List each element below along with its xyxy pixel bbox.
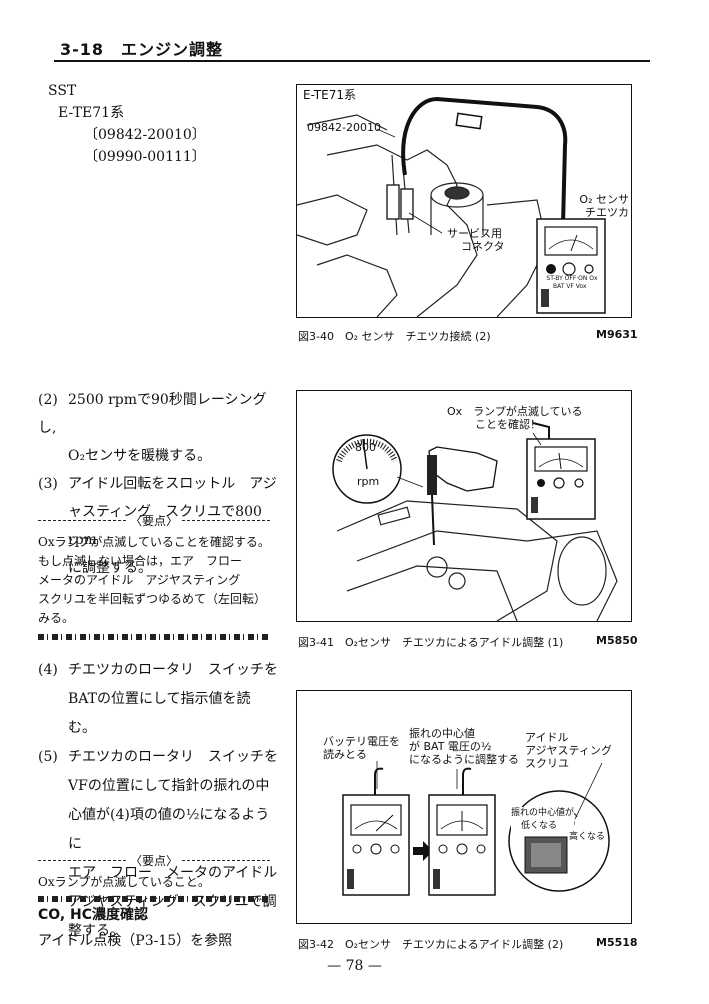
fig40-connector-line: サービス用: [447, 227, 502, 240]
figure-3-42: バッテリ電圧を 読みとる 振れの中心値 が BAT 電圧の½ になるように調整す…: [296, 690, 632, 924]
steps-4-5: (4) チエツカのロータリ スイッチを BATの位置にして指示値を読む。 (5) チ…: [38, 656, 278, 946]
note-line: Oxランプが点滅していることを確認する。: [38, 535, 270, 549]
note-rule: [38, 896, 270, 902]
fig40-code: M9631: [596, 328, 638, 341]
note-rule: [38, 634, 270, 640]
fig42-low-line: 低くなる: [521, 821, 558, 831]
fig42-callout-line: バッテリ電圧を: [323, 735, 400, 748]
note-line: メータのアイドル アジヤスティング: [38, 573, 241, 587]
step-text: エア フロー メータのアイドル: [68, 865, 278, 881]
fig42-code: M5518: [596, 936, 638, 949]
fig42-callout-3: アイドル アジヤスティング スクリユ: [525, 731, 612, 770]
fig41-code: M5850: [596, 634, 638, 647]
header-rule: [54, 60, 650, 62]
figure-3-40-illustration: [297, 96, 606, 317]
fig40-caption: 図3-40 O₂ センサ チエツカ接続 (2): [298, 330, 491, 343]
step-text: に調整する。: [68, 560, 152, 576]
fig42-callout-line: 読みとる: [323, 748, 367, 761]
figure-3-42-illustration: [342, 761, 610, 896]
sst-block: SST E-TE71系 〔09842-20010〕 〔09990-00111〕: [48, 80, 206, 168]
figure-3-41: Ox ランプが点滅している ことを確認！ 800 rpm: [296, 390, 632, 622]
fig40-meter-switch-labels: ST-BY OFF·ON Ox: [546, 275, 598, 282]
note-heading-text: 〈要点〉: [130, 854, 179, 868]
note-box-1: 〈要点〉 Oxランプが点滅していることを確認する。 もし点滅しない場合は，エア …: [38, 512, 271, 640]
step-number: (3): [38, 476, 58, 492]
step-text: BATの位置にして指示値を読む。: [68, 691, 251, 736]
fig40-model-label: E-TE71系: [303, 88, 356, 102]
steps-2-3: (2)2500 rpmで90秒間レーシングし, O₂センサを暖機する。 (3) ア…: [38, 386, 278, 582]
fig42-callout-1: バッテリ電圧を 読みとる: [323, 735, 400, 761]
chapter-title: 3-18 エンジン調整: [60, 40, 224, 59]
step-text: 心値が(4)項の値の½になるように: [68, 807, 270, 852]
fig40-meter-mode-labels: BAT VF Vox: [553, 283, 587, 290]
sst-tool-1: 〔09842-20010〕: [84, 127, 206, 143]
step-text: ャスティング スクリユで800 rpm: [68, 504, 262, 548]
fig41-lamp-label: Ox ランプが点滅している ことを確認！: [447, 405, 583, 431]
step-text: 整する。: [68, 923, 124, 939]
step-number: (4): [38, 662, 58, 678]
step-text: 2500 rpmで90秒間レーシングし,: [38, 392, 267, 436]
step-text: O₂センサを暖機する。: [68, 448, 212, 464]
step-text: アイドル回転をスロットル アジ: [68, 476, 277, 492]
step-number: (5): [38, 749, 58, 765]
fig40-sensor-line: O₂ センサ: [579, 193, 629, 206]
fig42-low-label: 振れの中心値が 低くなる: [511, 807, 575, 833]
sst-model: E-TE71系: [58, 105, 125, 121]
note-heading: 〈要点〉: [38, 852, 271, 869]
fig41-lamp-line: Ox ランプが点滅している: [447, 405, 583, 418]
note-line: もし点滅しない場合は，エア フロー: [38, 554, 243, 568]
fig42-callout-line: スクリユ: [525, 757, 569, 770]
fig42-low-line: 振れの中心値が: [511, 808, 575, 818]
sst-tool-2: 〔09990-00111〕: [84, 149, 206, 165]
fig41-lamp-line: ことを確認！: [475, 418, 541, 431]
step-text: チエツカのロータリ スイッチを: [68, 749, 278, 765]
step-text: VFの位置にして指針の振れの中: [68, 778, 270, 794]
fig41-caption: 図3-41 O₂センサ チエツカによるアイドル調整 (1): [298, 636, 564, 649]
step-text: チエツカのロータリ スイッチを: [68, 662, 278, 678]
fig40-sensor-line: チエツカ: [585, 206, 629, 219]
step-number: (2): [38, 392, 58, 408]
fig42-callout-line: アジヤスティング: [525, 744, 612, 757]
section-heading: CO, HC濃度確認: [38, 907, 149, 923]
fig42-callout-line: になるように調整する: [409, 753, 519, 766]
fig40-part-label: 09842-20010: [307, 121, 381, 134]
fig40-connector-line: コネクタ: [461, 240, 505, 253]
page-number: — 78 —: [327, 958, 382, 974]
note-line: みる。: [38, 611, 75, 625]
note-heading-text: 〈要点〉: [130, 514, 179, 528]
note-line: スクリユを半回転ずつゆるめて（左回転）: [38, 592, 267, 606]
figure-3-40: E-TE71系 09842-20010 O₂ センサ チエツカ サービス用 コネ…: [296, 84, 632, 318]
note-box-2: 〈要点〉 Oxランプが点滅していること。: [38, 852, 271, 902]
note-line: Oxランプが点滅していること。: [38, 875, 210, 889]
figure-3-41-illustration: [332, 422, 618, 621]
tach-value: 800: [355, 441, 376, 454]
sst-label: SST: [48, 83, 77, 99]
note-heading: 〈要点〉: [38, 512, 271, 529]
fig42-high-label: 高くなる: [569, 832, 606, 842]
fig42-callout-2: 振れの中心値 が BAT 電圧の½ になるように調整する: [409, 727, 519, 766]
fig40-sensor-label: O₂ センサ チエツカ: [565, 193, 629, 219]
fig42-callout-line: アイドル: [525, 731, 569, 744]
fig42-caption: 図3-42 O₂センサ チエツカによるアイドル調整 (2): [298, 938, 564, 951]
tach-unit: rpm: [357, 475, 380, 488]
fig42-callout-line: が BAT 電圧の½: [409, 740, 492, 753]
fig40-connector-label: サービス用 コネクタ: [447, 227, 505, 253]
fig42-callout-line: 振れの中心値: [409, 727, 475, 740]
section-text: アイドル点検（P3-15）を参照: [38, 933, 233, 949]
